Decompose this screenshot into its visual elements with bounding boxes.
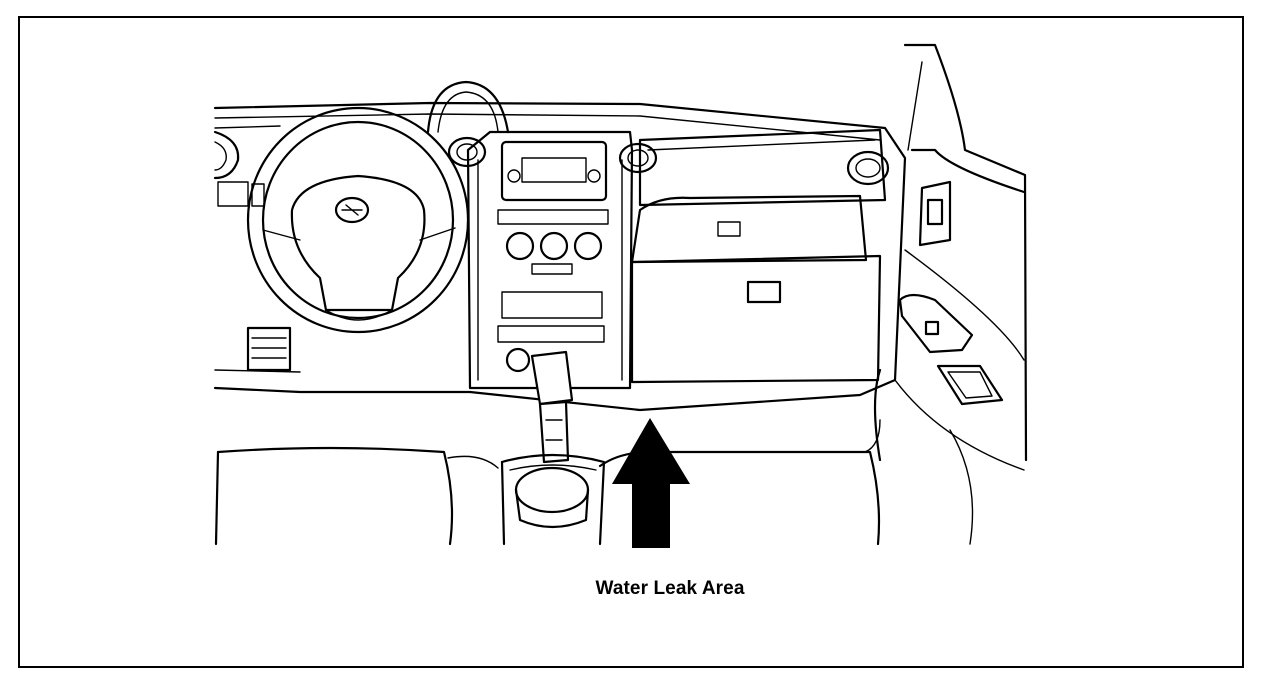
center-vents [447, 136, 658, 174]
steering-wheel-icon [246, 106, 470, 334]
left-switch-panel [217, 181, 265, 207]
gauge-cluster [426, 80, 510, 134]
left-lower-vent [246, 326, 292, 372]
center-console [500, 453, 606, 546]
center-stack [466, 130, 634, 390]
gear-shifter-icon [514, 350, 590, 529]
water-leak-label: Water Leak Area [595, 578, 745, 599]
right-door [873, 43, 1028, 545]
glove-box [630, 128, 890, 384]
up-arrow-icon [612, 418, 690, 548]
driver-seat [214, 446, 499, 546]
left-vent [213, 130, 240, 180]
